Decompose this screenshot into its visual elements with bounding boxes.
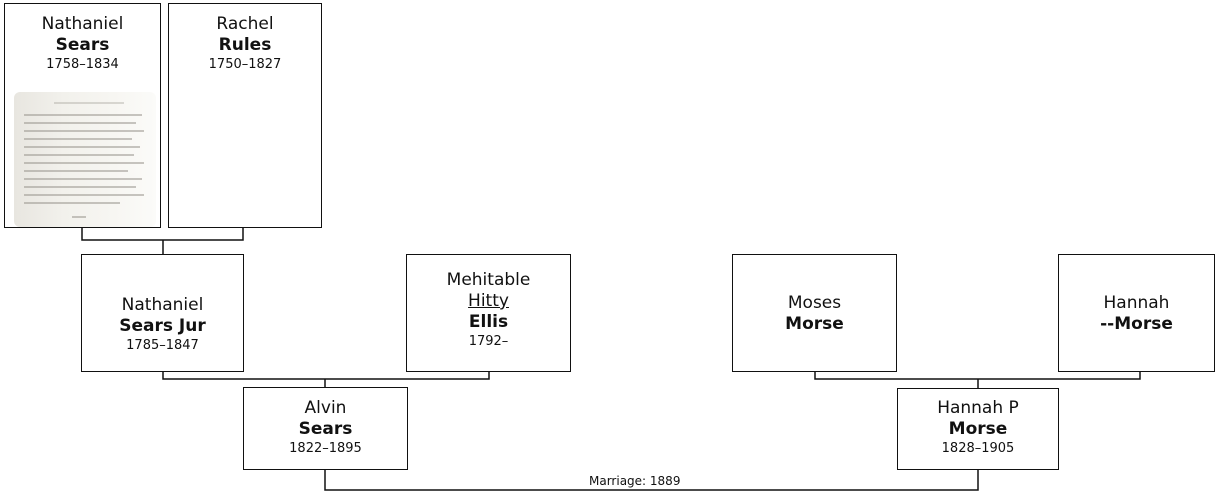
life-dates: 1828–1905 (941, 441, 1015, 456)
given-name: Hannah (1103, 293, 1170, 313)
nickname: Hitty (468, 291, 509, 311)
given-name: Nathaniel (121, 295, 204, 315)
life-dates: 1750–1827 (208, 57, 282, 72)
person-card-moses-morse[interactable]: Moses Morse (732, 254, 897, 372)
person-card-nathaniel-sears-jur[interactable]: Nathaniel Sears Jur 1785–1847 (81, 254, 244, 372)
surname: Morse (785, 314, 844, 334)
person-card-hannah-p-morse[interactable]: Hannah P Morse 1828–1905 (897, 388, 1059, 470)
given-name: Moses (787, 293, 842, 313)
given-name: Alvin (304, 398, 347, 418)
person-card-mehitable-ellis[interactable]: Mehitable Hitty Ellis 1792– (406, 254, 571, 372)
life-dates: 1758–1834 (46, 57, 119, 72)
surname: Ellis (468, 312, 509, 332)
given-name: Mehitable (446, 270, 531, 290)
life-dates: 1822–1895 (289, 441, 362, 456)
surname: Sears Jur (119, 316, 206, 336)
marriage-label: Marriage: 1889 (589, 474, 681, 488)
surname: Sears (55, 35, 110, 55)
given-name: Nathaniel (41, 14, 124, 34)
document-photo-thumbnail (14, 92, 156, 227)
surname: Rules (218, 35, 272, 55)
given-name: Rachel (216, 14, 274, 34)
person-card-alvin-sears[interactable]: Alvin Sears 1822–1895 (243, 387, 408, 470)
life-dates: 1785–1847 (126, 338, 199, 353)
surname: --Morse (1100, 314, 1173, 334)
surname: Sears (298, 419, 353, 439)
person-card-hannah-morse[interactable]: Hannah --Morse (1058, 254, 1215, 372)
life-dates: 1792– (468, 334, 509, 349)
person-card-nathaniel-sears-sr[interactable]: Nathaniel Sears 1758–1834 (4, 3, 161, 228)
person-card-rachel-rules[interactable]: Rachel Rules 1750–1827 (168, 3, 322, 228)
surname: Morse (948, 419, 1008, 439)
given-name: Hannah P (937, 398, 1019, 418)
